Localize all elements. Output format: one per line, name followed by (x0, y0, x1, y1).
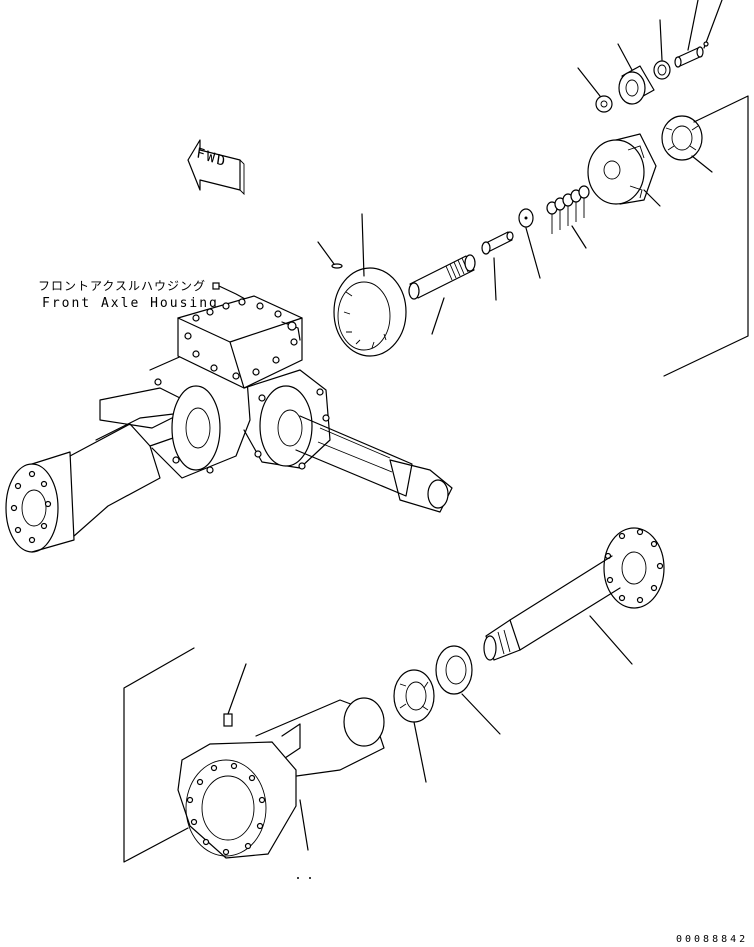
bolt-part (481, 231, 514, 301)
axle-housing-part (177, 663, 385, 879)
upper-group-bracket (663, 95, 749, 377)
drawing-number: 00088842 (676, 934, 749, 945)
planet-carrier-part (587, 133, 661, 207)
oil-seal-part (435, 645, 501, 735)
thrust-washer-part (518, 208, 541, 279)
planet-gear-part (617, 43, 655, 105)
housing-label-english: Front Axle Housing (42, 296, 219, 311)
axle-assembly (5, 295, 453, 553)
sun-gear-shaft-part (408, 254, 476, 335)
small-nut-part (653, 19, 671, 80)
bearing-part (393, 669, 435, 783)
pin-part (674, 0, 723, 68)
shim-stack-part (546, 185, 590, 249)
axle-shaft-part (483, 527, 665, 665)
lower-group-bracket (123, 647, 195, 863)
housing-label-japanese: フロントアクスルハウジング (38, 279, 207, 293)
bearing-ring-part (661, 115, 713, 173)
washer-part (577, 67, 613, 113)
ring-gear-part (317, 213, 407, 357)
fwd-arrow-icon (187, 139, 245, 196)
